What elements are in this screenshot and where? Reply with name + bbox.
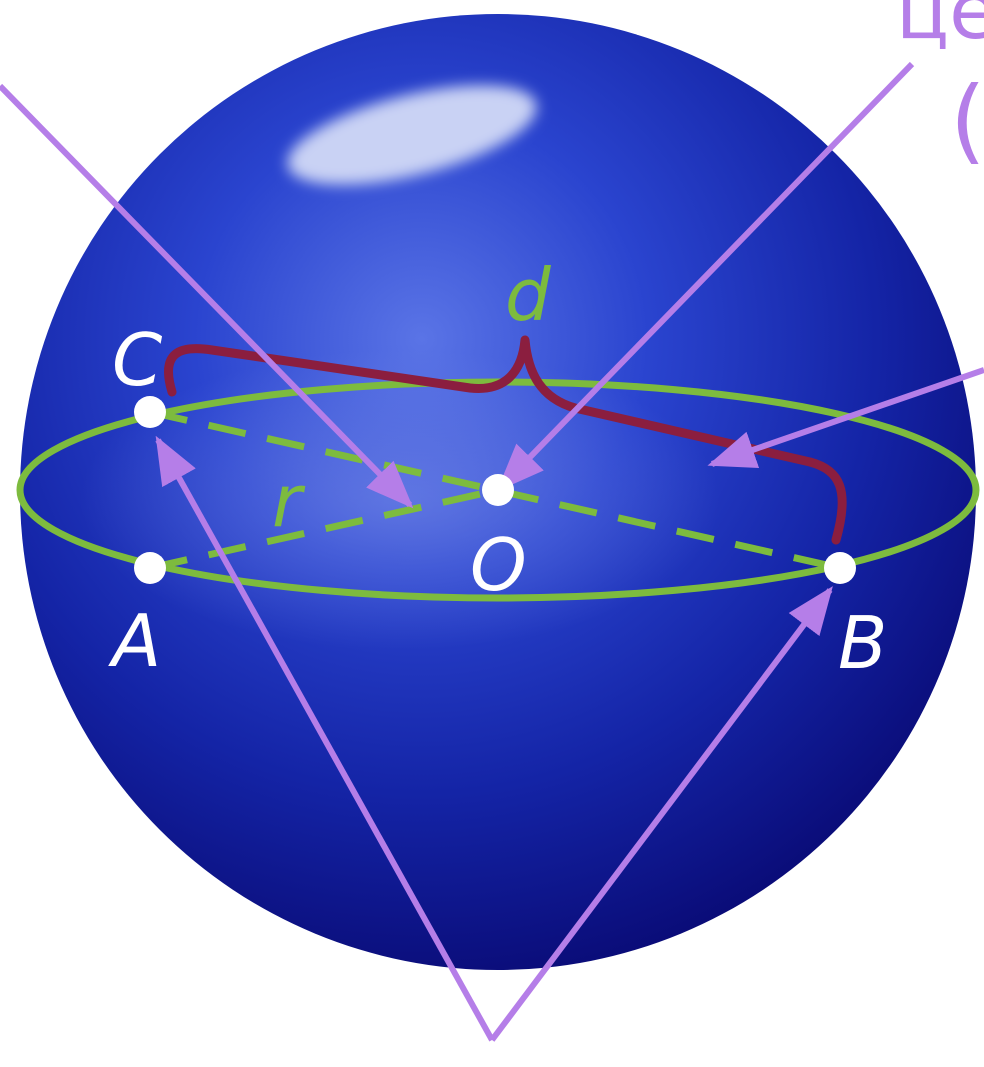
caption-fragment-top: це [896, 0, 984, 57]
caption-fragment-paren: ( [950, 67, 984, 174]
pointer-to-brace [707, 367, 984, 469]
point-c-dot [134, 396, 166, 428]
pointer-to-center [496, 61, 915, 492]
point-a-dot [134, 552, 166, 584]
specular-highlight [287, 85, 537, 185]
point-b-dot [824, 552, 856, 584]
pointer-to-radius [0, 83, 414, 509]
label-o: O [470, 523, 527, 607]
label-a: A [108, 599, 161, 683]
point-o-dot [482, 474, 514, 506]
diameter-brace [163, 335, 847, 545]
label-c: C [112, 318, 163, 402]
pointer-to-b [489, 586, 833, 1042]
pointer-to-c [155, 435, 495, 1042]
label-b: B [838, 601, 887, 685]
label-r: r [272, 459, 306, 543]
sphere-glow [80, 350, 720, 650]
label-d: d [505, 253, 552, 337]
